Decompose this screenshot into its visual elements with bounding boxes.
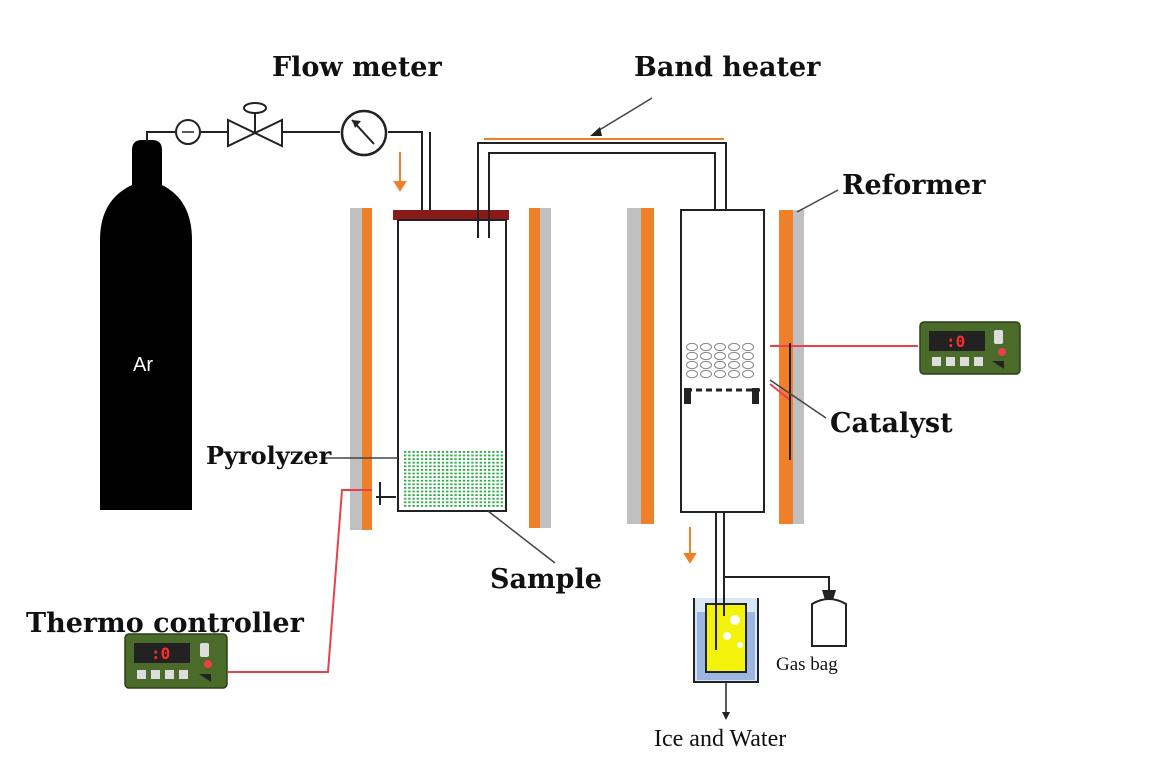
thermo-controller-device: :0: [124, 633, 228, 689]
label-catalyst: Catalyst: [830, 408, 953, 439]
pyrolyzer-furnace-wall-left: [350, 208, 372, 530]
pyrolyzer-furnace-wall-right: [529, 208, 551, 528]
label-reformer: Reformer: [842, 170, 986, 201]
thermocouple-wiring: [228, 345, 918, 673]
label-ice-and-water: Ice and Water: [654, 726, 786, 752]
label-pyrolyzer: Pyrolyzer: [206, 441, 332, 470]
label-band-heater: Band heater: [634, 52, 821, 83]
flow-arrow-icon: [393, 152, 407, 192]
label-gas-bag: Gas bag: [776, 654, 838, 675]
sample-bed: [404, 451, 503, 507]
cylinder-gas-label: Ar: [133, 354, 153, 376]
arrow-head-icon: [590, 127, 602, 136]
gas-bag: [724, 576, 847, 647]
label-sample: Sample: [490, 564, 602, 595]
catalyst-bed: [686, 342, 754, 379]
band-heater-line: [477, 138, 727, 238]
thermo-controller-device: :0: [919, 321, 1021, 375]
flow-meter-icon: [340, 109, 388, 157]
label-thermo-controller: Thermo controller: [26, 608, 305, 639]
needle-valve-icon: [227, 102, 283, 148]
argon-cylinder: Ar: [100, 140, 192, 510]
reformer-furnace-wall-left: [627, 208, 654, 524]
controller-readout: :0: [151, 644, 170, 663]
reformer-furnace-wall-right: [779, 210, 804, 524]
label-flow-meter: Flow meter: [272, 52, 442, 83]
controller-readout: :0: [946, 332, 965, 351]
ice-water-condenser: [693, 596, 759, 720]
flow-arrow-icon: [683, 527, 697, 564]
pressure-gauge-icon: [175, 119, 201, 145]
thermocouple-probe: [376, 343, 791, 505]
leader-lines: [325, 97, 839, 564]
pyrolyzer-reactor: [393, 210, 509, 512]
reformer-reactor: [680, 209, 765, 596]
